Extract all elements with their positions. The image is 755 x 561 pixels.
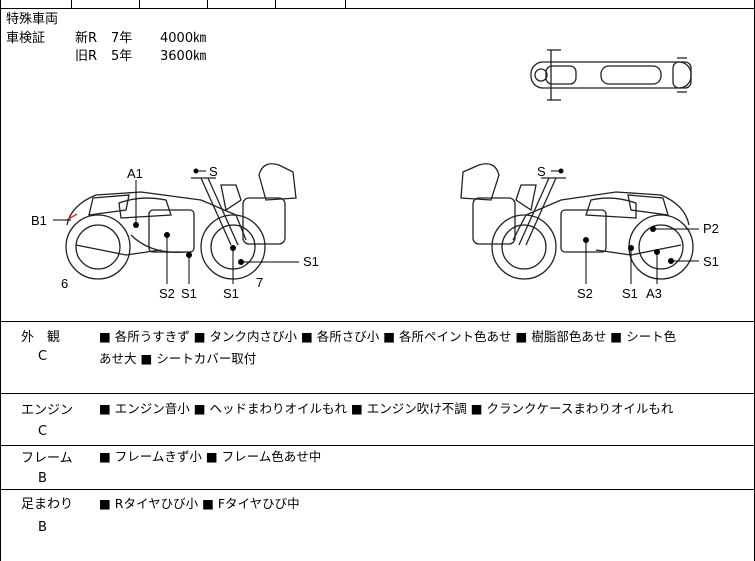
grade-frame: B [38,471,47,486]
top-cell-divider [207,0,208,9]
motorcycle-diagram: A1 S B1 6 S2 S1 S1 7 S1 S P2 S1 S2 S1 A3 [31,49,719,301]
motorcycle-top-view-icon [530,49,692,101]
label-s1: S1 [622,286,638,301]
items-frame: ■ フレームきず小 ■ フレーム色あせ中 [99,446,321,468]
label-s1: S1 [223,286,239,301]
item-line: ■ 各所うすきず ■ タンク内さび小 ■ 各所さび小 ■ 各所ペイント色あせ ■… [99,329,677,344]
label-s1: S1 [181,286,197,301]
divider [1,445,754,446]
old-rule: 旧R [75,49,98,64]
grade-suspension: B [38,520,47,535]
label-s2: S2 [159,286,175,301]
new-years: 7年 [111,31,133,46]
new-rule: 新R [75,31,98,46]
item-line: あせ大 ■ シートカバー取付 [99,351,257,366]
motorcycle-right-view-icon [460,163,694,280]
grade-engine: C [38,424,48,439]
section-title-suspension: 足まわり [21,497,74,512]
section-title-exterior: 外 観 [21,330,61,345]
label-s2: S2 [577,286,593,301]
top-cell-divider [275,0,276,9]
inspection-label: 車検証 [6,31,46,46]
label-six: 6 [61,276,68,291]
label-s1: S1 [303,254,319,269]
section-title-engine: エンジン [21,403,74,418]
top-cell-divider [345,0,346,9]
label-a3: A3 [646,286,662,301]
items-engine: ■ エンジン音小 ■ ヘッドまわりオイルもれ ■ エンジン吹け不調 ■ クランク… [99,398,673,420]
divider [1,321,754,322]
item-line: ■ フレームきず小 ■ フレーム色あせ中 [99,449,322,464]
label-a1: A1 [127,166,143,181]
items-suspension: ■ Rタイヤひび小 ■ Fタイヤひび中 [99,493,300,515]
top-cell-divider [139,0,140,9]
label-b1: B1 [31,213,47,228]
new-value: 4000㎞ [160,31,207,46]
damage-mark [66,213,78,221]
divider [1,393,754,394]
items-exterior: ■ 各所うすきず ■ タンク内さび小 ■ 各所さび小 ■ 各所ペイント色あせ ■… [99,326,676,370]
item-line: ■ Rタイヤひび小 ■ Fタイヤひび中 [99,496,300,511]
old-value: 3600㎞ [160,49,207,64]
label-p2: P2 [703,221,719,236]
old-years: 5年 [111,49,133,64]
label-seven: 7 [256,275,263,290]
special-vehicle-label: 特殊車両 [6,12,59,27]
label-s-top: S [209,164,218,179]
grade-exterior: C [38,349,48,364]
section-title-frame: フレーム [21,451,73,466]
top-cell-divider [71,0,72,9]
label-s-top: S [537,164,546,179]
divider [1,489,754,490]
item-line: ■ エンジン音小 ■ ヘッドまわりオイルもれ ■ エンジン吹け不調 ■ クランク… [99,401,674,416]
label-s1: S1 [703,254,719,269]
divider [1,8,754,9]
